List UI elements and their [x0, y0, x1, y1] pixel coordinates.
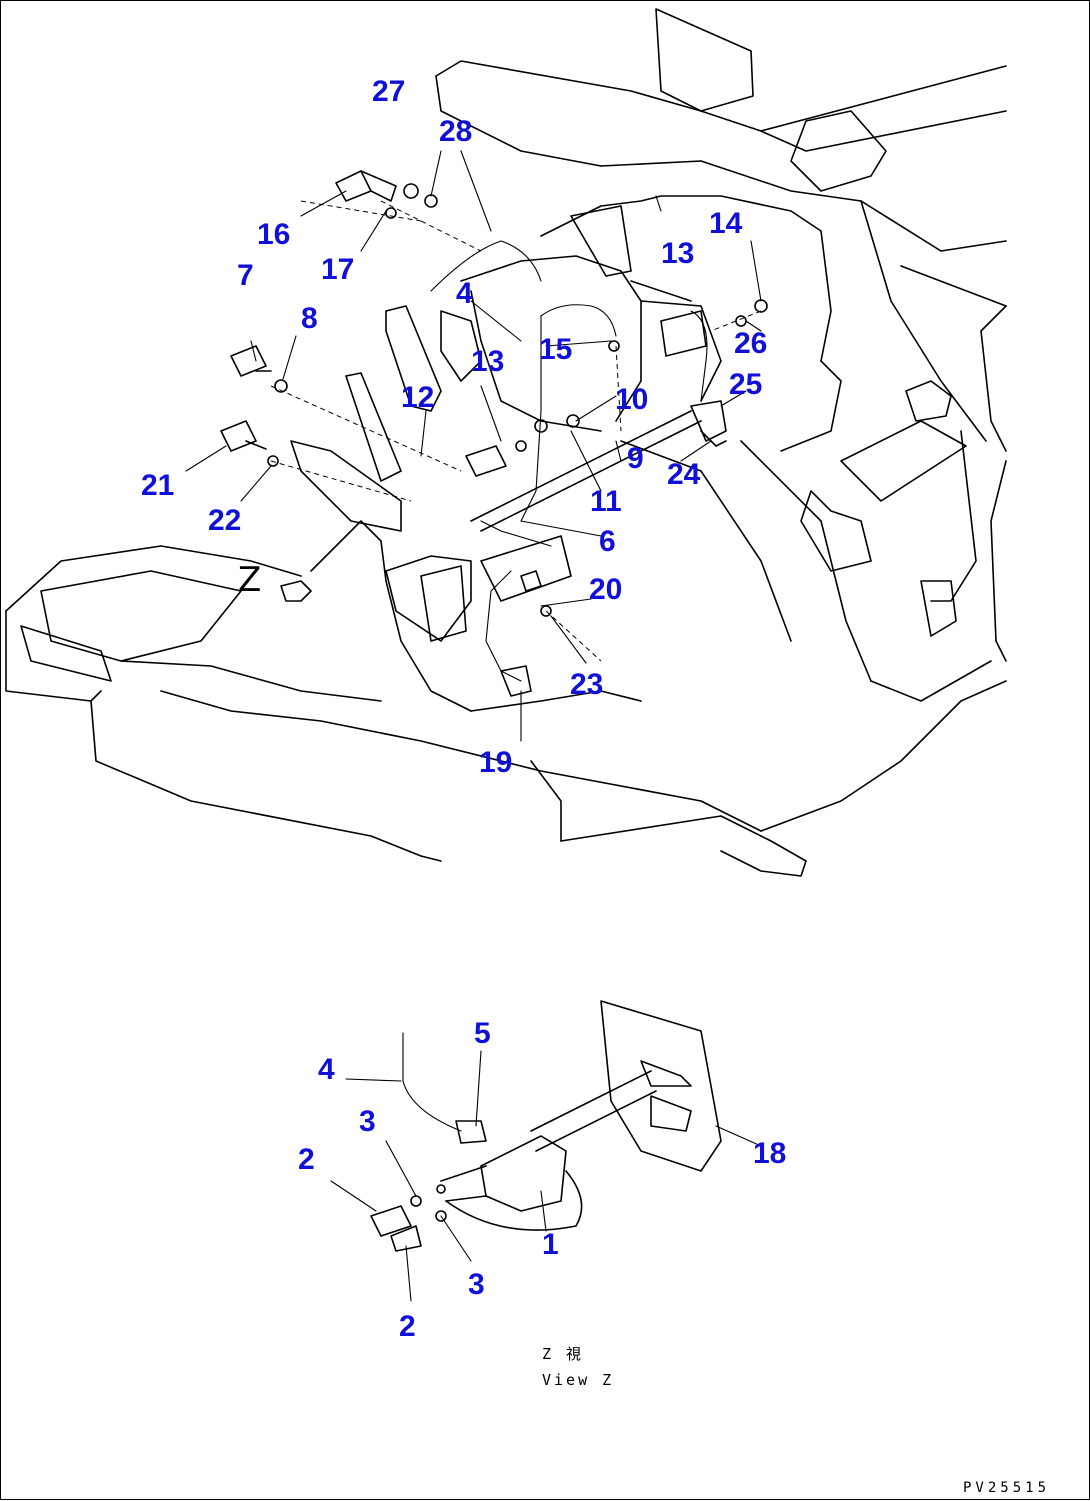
- callout-20: 20: [589, 573, 622, 606]
- callout-13-left: 13: [471, 345, 504, 378]
- callout-25: 25: [729, 368, 762, 401]
- callout-11: 11: [590, 485, 622, 518]
- detail-callout-2-lower: 2: [399, 1310, 416, 1343]
- drawing-code: PV25515: [963, 1480, 1050, 1496]
- callout-22: 22: [208, 504, 241, 537]
- callout-21: 21: [141, 469, 174, 502]
- view-caption-jp: Z 視: [542, 1345, 584, 1363]
- machine-frame-drawing: [5, 8, 1007, 877]
- callout-28: 28: [439, 115, 472, 148]
- callout-16: 16: [257, 218, 290, 251]
- callout-17: 17: [321, 253, 354, 286]
- view-z-detail-drawing: [330, 1000, 762, 1302]
- detail-callout-4: 4: [318, 1053, 335, 1086]
- view-z-marker: Z: [238, 560, 261, 600]
- callout-13-right: 13: [661, 237, 694, 270]
- detail-callout-2-upper: 2: [298, 1143, 315, 1176]
- callout-15: 15: [539, 333, 572, 366]
- detail-callout-18: 18: [753, 1137, 786, 1170]
- callout-19: 19: [479, 746, 512, 779]
- callout-26: 26: [734, 327, 767, 360]
- callout-6: 6: [599, 525, 616, 558]
- detail-callout-3-upper: 3: [359, 1105, 376, 1138]
- callout-4: 4: [456, 277, 473, 310]
- callout-7: 7: [237, 259, 254, 292]
- callout-12: 12: [401, 381, 434, 414]
- callout-8: 8: [301, 302, 318, 335]
- detail-callout-3-lower: 3: [468, 1268, 485, 1301]
- view-caption-en: View Z: [542, 1371, 614, 1389]
- callout-9: 9: [627, 442, 644, 475]
- callout-23: 23: [570, 668, 603, 701]
- main-callouts: 27 28 16 17 7 8 21 22 4 13 15 12 14 13 2…: [141, 75, 767, 779]
- callout-24: 24: [667, 458, 701, 491]
- callout-27: 27: [372, 75, 405, 108]
- detail-callouts: 5 4 3 2 3 2 1 18: [298, 1017, 786, 1343]
- leader-lines-main: [185, 150, 762, 742]
- callout-14: 14: [709, 207, 743, 240]
- detail-callout-1: 1: [542, 1228, 559, 1261]
- callout-10: 10: [615, 383, 648, 416]
- detail-callout-5: 5: [474, 1017, 491, 1050]
